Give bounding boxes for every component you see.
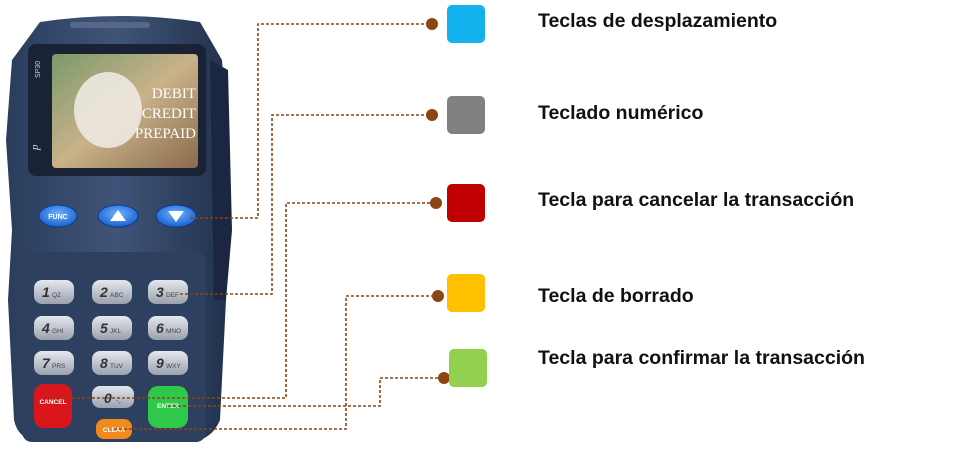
connector-line xyxy=(52,202,432,399)
connector-line xyxy=(168,377,444,407)
legend-item: Teclado numérico xyxy=(447,96,704,134)
legend-swatch xyxy=(447,274,485,312)
brand-logo: p xyxy=(29,144,41,151)
legend-label: Tecla de borrado xyxy=(538,285,694,307)
keypad-digit: 4 xyxy=(41,320,50,336)
keypad-digit: 1 xyxy=(42,284,50,300)
keypad-letters: DEF xyxy=(166,292,179,299)
terminal-top-vent xyxy=(70,22,150,28)
keypad-key[interactable] xyxy=(34,280,74,304)
legend-swatch xyxy=(447,184,485,222)
connector-line xyxy=(190,23,432,219)
keypad-letters: ABC xyxy=(110,292,124,299)
legend-label: Teclas de desplazamiento xyxy=(538,10,777,32)
keypad-key[interactable] xyxy=(34,351,74,375)
zero-key-letters: -,. xyxy=(116,398,122,405)
keypad-digit: 6 xyxy=(156,320,164,336)
screen-line-debit: DEBIT xyxy=(152,86,196,102)
display-blur xyxy=(74,72,142,148)
terminal-side-grip xyxy=(210,60,232,300)
enter-key[interactable] xyxy=(148,386,188,428)
keypad-digit: 7 xyxy=(42,355,51,371)
connector-line xyxy=(180,114,432,295)
keypad-key[interactable] xyxy=(34,316,74,340)
legend-item: Teclas de desplazamiento xyxy=(447,5,777,43)
connector-dot xyxy=(432,290,444,302)
connector-dot xyxy=(438,372,450,384)
legend-item: Tecla para cancelar la transacción xyxy=(447,184,854,222)
keypad-key[interactable] xyxy=(148,316,188,340)
legend-item: Tecla de borrado xyxy=(447,274,694,312)
func-key-label: FUNC xyxy=(48,214,67,221)
keypad-key[interactable] xyxy=(148,280,188,304)
clear-key-label: CLEAR xyxy=(103,427,126,434)
keypad-letters: MNO xyxy=(166,328,181,335)
connector-dot xyxy=(426,109,438,121)
keypad-digit: 3 xyxy=(156,284,164,300)
connector-dot xyxy=(426,18,438,30)
connector-dot xyxy=(430,197,442,209)
keypad-letters: QZ xyxy=(52,292,61,299)
legend-label: Tecla para cancelar la transacción xyxy=(538,189,854,211)
keypad-key[interactable] xyxy=(92,280,132,304)
keypad-digit: 9 xyxy=(156,355,164,371)
keypad-letters: WXY xyxy=(166,363,181,370)
keypad-key[interactable] xyxy=(148,351,188,375)
connector-line xyxy=(114,295,432,430)
keypad-letters: GHI xyxy=(52,328,64,335)
legend-item: Tecla para confirmar la transacción xyxy=(449,347,865,387)
keypad-letters: JKL xyxy=(110,328,122,335)
keypad-key[interactable] xyxy=(92,316,132,340)
arrow-up-icon xyxy=(110,210,126,221)
navigation-keys: FUNC xyxy=(38,204,197,228)
screen-line-credit: CREDIT xyxy=(142,106,196,122)
keypad-digit: 8 xyxy=(100,355,108,371)
arrow-down-icon xyxy=(168,211,184,222)
zero-key[interactable] xyxy=(92,386,134,408)
legend-swatch xyxy=(447,96,485,134)
keypad-digit: 5 xyxy=(100,320,108,336)
connector-lines xyxy=(52,18,450,430)
func-key[interactable] xyxy=(38,204,78,228)
keypad-digit: 2 xyxy=(99,284,108,300)
keypad-key[interactable] xyxy=(92,351,132,375)
keypad-letters: PRS xyxy=(52,363,66,370)
model-label: SP30 xyxy=(35,61,42,78)
cancel-key[interactable] xyxy=(34,384,72,428)
legend-swatch xyxy=(447,5,485,43)
legend-label: Teclado numérico xyxy=(538,102,704,124)
cancel-key-label: CANCEL xyxy=(39,399,66,406)
screen-line-prepaid: PREPAID xyxy=(135,126,196,142)
keypad-letters: TUV xyxy=(110,363,124,370)
legend-swatch xyxy=(449,349,487,387)
legend-label: Tecla para confirmar la transacción xyxy=(538,347,865,369)
